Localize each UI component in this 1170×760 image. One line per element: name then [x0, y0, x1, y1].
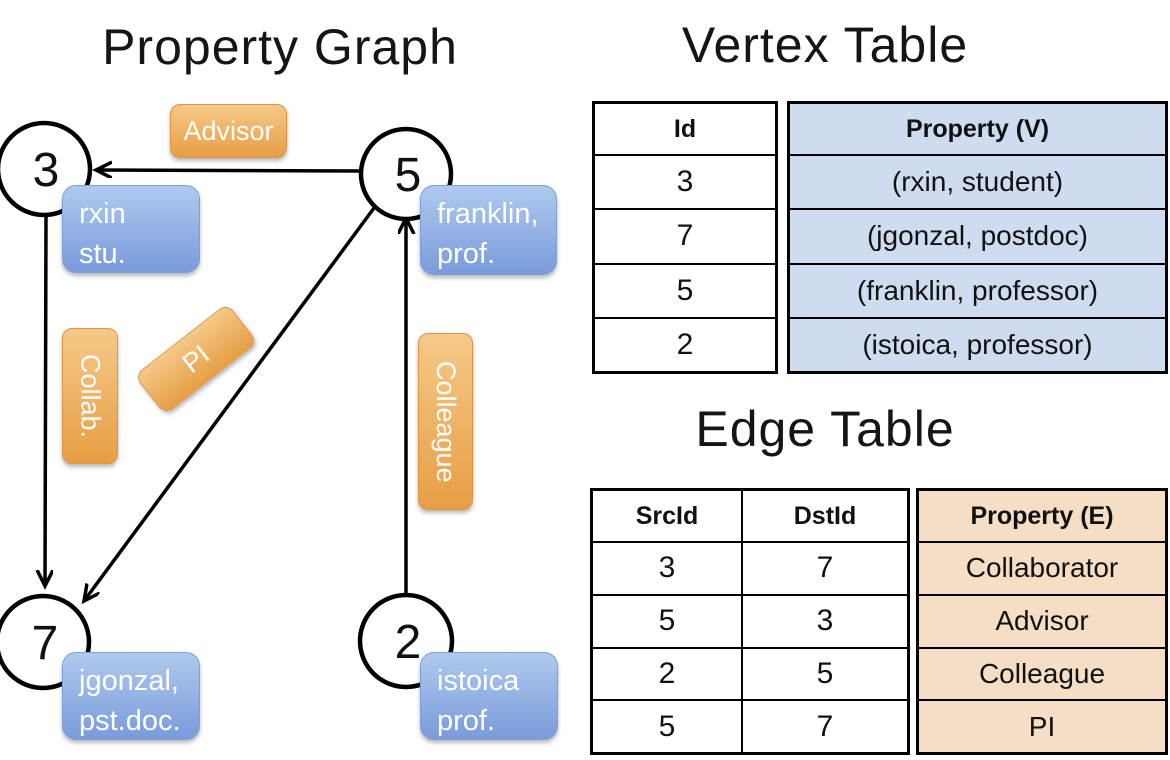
edge-label-collab: Collab. [62, 328, 118, 464]
vertex-table-title: Vertex Table [681, 17, 969, 73]
table-row: (istoica, professor) [790, 316, 1165, 371]
edge-table-id-columns: SrcId DstId 3 7 5 3 2 5 5 7 [590, 488, 910, 755]
vertex-label-3-line2: stu. [79, 238, 126, 271]
table-row: Collaborator [919, 541, 1165, 594]
vertex-label-3: rxin stu. [62, 185, 200, 273]
vertex-node-2-id: 2 [395, 616, 422, 669]
table-row: (franklin, professor) [790, 262, 1165, 317]
vertex-label-2-line1: istoica [437, 665, 520, 697]
vertex-label-5-line1: franklin, [437, 198, 539, 230]
vertex-node-7-id: 7 [32, 617, 59, 670]
vertex-table-header-property: Property (V) [905, 114, 1050, 143]
edge-label-colleague: Colleague [418, 333, 473, 510]
table-row: 5 7 [593, 699, 907, 752]
vertex-table-id-column: Id 3 7 5 2 [592, 101, 778, 374]
edge-label-advisor: Advisor [170, 104, 287, 158]
table-row: (jgonzal, postdoc) [790, 208, 1165, 262]
vertex-label-5-line2: prof. [437, 238, 496, 271]
table-row: Colleague [919, 646, 1165, 700]
table-row: PI [919, 699, 1165, 752]
vertex-label-2: istoica prof. [420, 652, 558, 740]
table-row: 2 [595, 316, 775, 371]
table-row: Advisor [919, 593, 1165, 647]
edge-pi-5-to-7 [84, 206, 376, 601]
vertex-label-7: jgonzal, pst.doc. [62, 652, 200, 740]
vertex-table-property-column: Property (V) (rxin, student) (jgonzal, p… [787, 101, 1168, 374]
table-row: 5 [595, 262, 775, 317]
table-row: 7 [595, 208, 775, 262]
table-row: 3 [595, 154, 775, 208]
edge-table-header-dstid: DstId [793, 501, 857, 530]
property-graph-title: Property Graph [102, 19, 458, 75]
vertex-label-7-line2: pst.doc. [79, 705, 181, 738]
vertex-table-header-id: Id [673, 114, 697, 143]
vertex-node-3-id: 3 [33, 144, 60, 197]
edge-table-header-srcid: SrcId [593, 491, 743, 541]
edge-advisor-5-to-3 [96, 170, 362, 171]
edge-table-title: Edge Table [695, 401, 955, 457]
edge-table-header-property: Property (E) [970, 501, 1114, 530]
table-row: 3 7 [593, 541, 907, 594]
vertex-label-2-line2: prof. [437, 705, 496, 738]
vertex-node-5-id: 5 [395, 149, 422, 202]
vertex-label-3-line1: rxin [79, 198, 126, 230]
vertex-label-5: franklin, prof. [420, 185, 557, 275]
table-row: (rxin, student) [790, 154, 1165, 208]
edge-collab-3-to-7 [45, 215, 46, 586]
edge-table-property-column: Property (E) Collaborator Advisor Collea… [916, 488, 1168, 755]
vertex-label-7-line1: jgonzal, [79, 665, 179, 697]
table-row: 2 5 [593, 646, 907, 700]
table-row: 5 3 [593, 593, 907, 647]
